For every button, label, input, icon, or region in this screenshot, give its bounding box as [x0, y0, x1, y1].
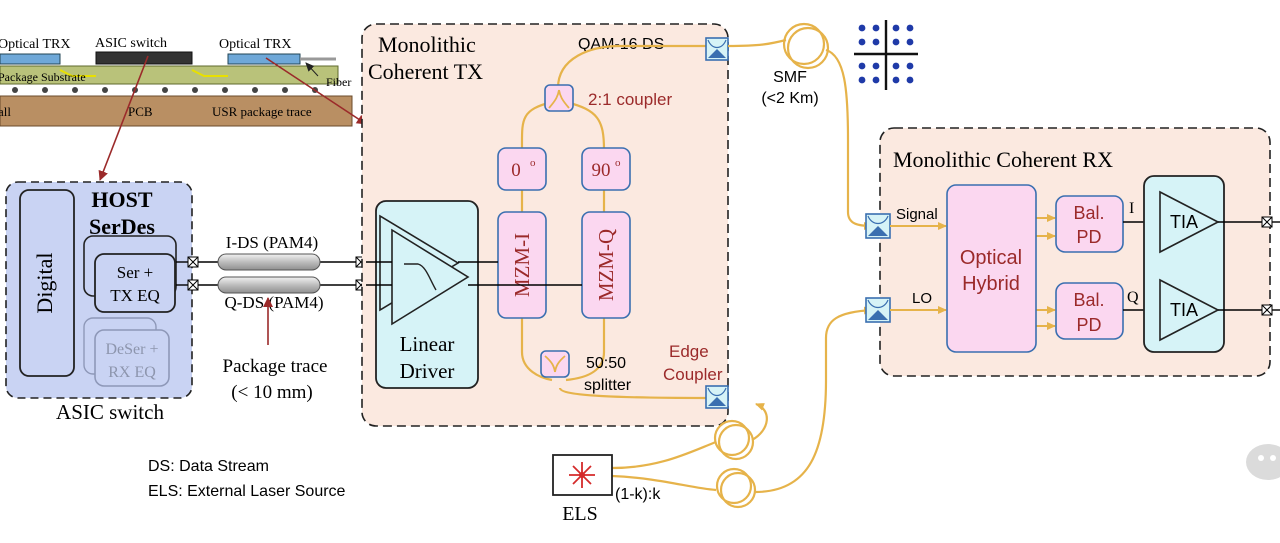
ser-label-line1: Ser + [117, 263, 154, 282]
mzm-i-block [497, 211, 547, 319]
host-title-line1: HOST [91, 187, 152, 212]
tia-q-label: TIA [1170, 300, 1198, 320]
deser-rx-eq-block [94, 329, 170, 387]
package-trace-label-line1: Package trace [223, 356, 328, 377]
els-ratio-label: (1-k):k [615, 486, 661, 503]
els-label: ELS [562, 503, 598, 525]
lo-label: LO [912, 290, 932, 307]
edge-coupler-label-line1: Edge [669, 342, 709, 361]
phase-shifter-90 [581, 147, 631, 191]
i-ds-label: I-DS (PAM4) [226, 233, 318, 252]
legend-els: ELS: External Laser Source [148, 483, 346, 500]
phase-0-degree: o [530, 157, 536, 169]
bal-pd-q-line2: PD [1076, 315, 1101, 335]
tia-amp-q [1159, 278, 1220, 342]
tx-title-line2: Coherent TX [368, 59, 483, 84]
legend-ds: DS: Data Stream [148, 458, 269, 475]
phase-0-value: 0 [511, 160, 521, 181]
label-optical-trx-right: Optical TRX [219, 37, 291, 52]
bal-pd-i-line2: PD [1076, 227, 1101, 247]
balanced-pd-i [1055, 195, 1124, 253]
package-traces: I-DS (PAM4) Q-DS (PAM4) Package trace (<… [176, 233, 367, 403]
trx-to-tx-arrow [265, 57, 367, 125]
driver-label-line1: Linear [400, 332, 455, 356]
mzm-i-label: MZM-I [510, 233, 534, 297]
package-trace-label-line2: (< 10 mm) [231, 382, 312, 403]
trace-cylinder-q [217, 276, 321, 294]
host-title-line2: SerDes [89, 214, 155, 239]
optical-trx-right-chip [227, 53, 301, 65]
tx-title-line1: Monolithic [378, 32, 476, 57]
asic-chip [95, 51, 193, 65]
rx-waveguides [890, 214, 1056, 330]
optical-hybrid-block [946, 184, 1037, 353]
label-asic-switch-top: ASIC switch [95, 36, 167, 51]
pcb-layer [0, 95, 353, 127]
q-ds-label: Q-DS (PAM4) [224, 293, 323, 312]
label-ball: all [0, 104, 11, 119]
label-optical-trx-left: Optical TRX [0, 37, 70, 52]
bal-pd-q-line1: Bal. [1073, 290, 1104, 310]
driver-filter-curve [404, 263, 437, 291]
usr-trace-right [191, 69, 228, 77]
phase-90-value: 90 [592, 160, 611, 181]
deser-label-line1: DeSer + [105, 341, 158, 358]
package-substrate-layer [0, 65, 339, 85]
label-package-substrate: Package Substrate [0, 70, 86, 84]
package-cross-section: Optical TRX ASIC switch Optical TRX Pack… [0, 36, 353, 127]
fiber-pointer [305, 62, 319, 77]
phase-shifter-0 [497, 147, 547, 191]
rx-title: Monolithic Coherent RX [893, 147, 1113, 172]
tia-amp-i [1159, 190, 1220, 254]
bal-pd-i-line1: Bal. [1073, 203, 1104, 223]
ser-tx-eq-block [94, 253, 176, 313]
hybrid-label-line2: Hybrid [962, 273, 1020, 295]
tia-i-label: TIA [1170, 212, 1198, 232]
edge-coupler-output [705, 37, 729, 61]
rx-coupler-signal [865, 213, 891, 239]
mzm-q-block [581, 211, 631, 319]
label-pcb: PCB [128, 104, 153, 119]
fiber-links [611, 22, 873, 509]
trace-cylinder-i [217, 253, 321, 271]
qam16-constellation [854, 20, 918, 90]
edge-coupler-label-line2: Coupler [663, 365, 723, 384]
rx-coupler-lo [865, 297, 891, 323]
ser-label-line2: TX EQ [110, 286, 160, 305]
balanced-pd-q [1055, 282, 1124, 340]
usr-trace-left [59, 69, 96, 77]
label-usr-package-trace: USR package trace [212, 104, 312, 119]
digital-label: Digital [32, 252, 57, 313]
deser-label-line2: RX EQ [108, 364, 156, 381]
i-output-label: I [1129, 200, 1134, 217]
hybrid-label-line1: Optical [960, 247, 1022, 269]
signal-label: Signal [896, 206, 938, 223]
external-laser-source: ELS (1-k):k [552, 454, 661, 525]
host-serdes-block: Digital HOST SerDes Ser + TX EQ DeSer + … [5, 181, 193, 424]
splitter-50-50 [540, 350, 570, 378]
smf-label-line2: (<2 Km) [761, 90, 818, 107]
coherent-tx-block: Monolithic Coherent TX QAM-16 DS 2:1 cou… [361, 23, 729, 427]
asic-switch-caption: ASIC switch [56, 400, 164, 424]
splitter-label-line1: 50:50 [586, 355, 626, 372]
chat-watermark-icon [1246, 444, 1280, 480]
phase-90-degree: o [615, 157, 621, 169]
q-output-label: Q [1127, 289, 1139, 306]
driver-label-line2: Driver [400, 359, 455, 383]
mzm-q-label: MZM-Q [594, 229, 618, 301]
coherent-rx-block: Monolithic Coherent RX Signal LO Optical… [865, 127, 1280, 377]
label-fiber: Fiber [326, 75, 351, 89]
coupler-label: 2:1 coupler [588, 90, 672, 109]
smf-label-line1: SMF [773, 69, 807, 86]
splitter-label-line2: splitter [584, 377, 632, 394]
asic-to-host-arrow [98, 55, 149, 181]
edge-coupler-input [705, 385, 729, 409]
digital-block [19, 189, 75, 377]
optical-trx-left-chip [0, 53, 61, 65]
